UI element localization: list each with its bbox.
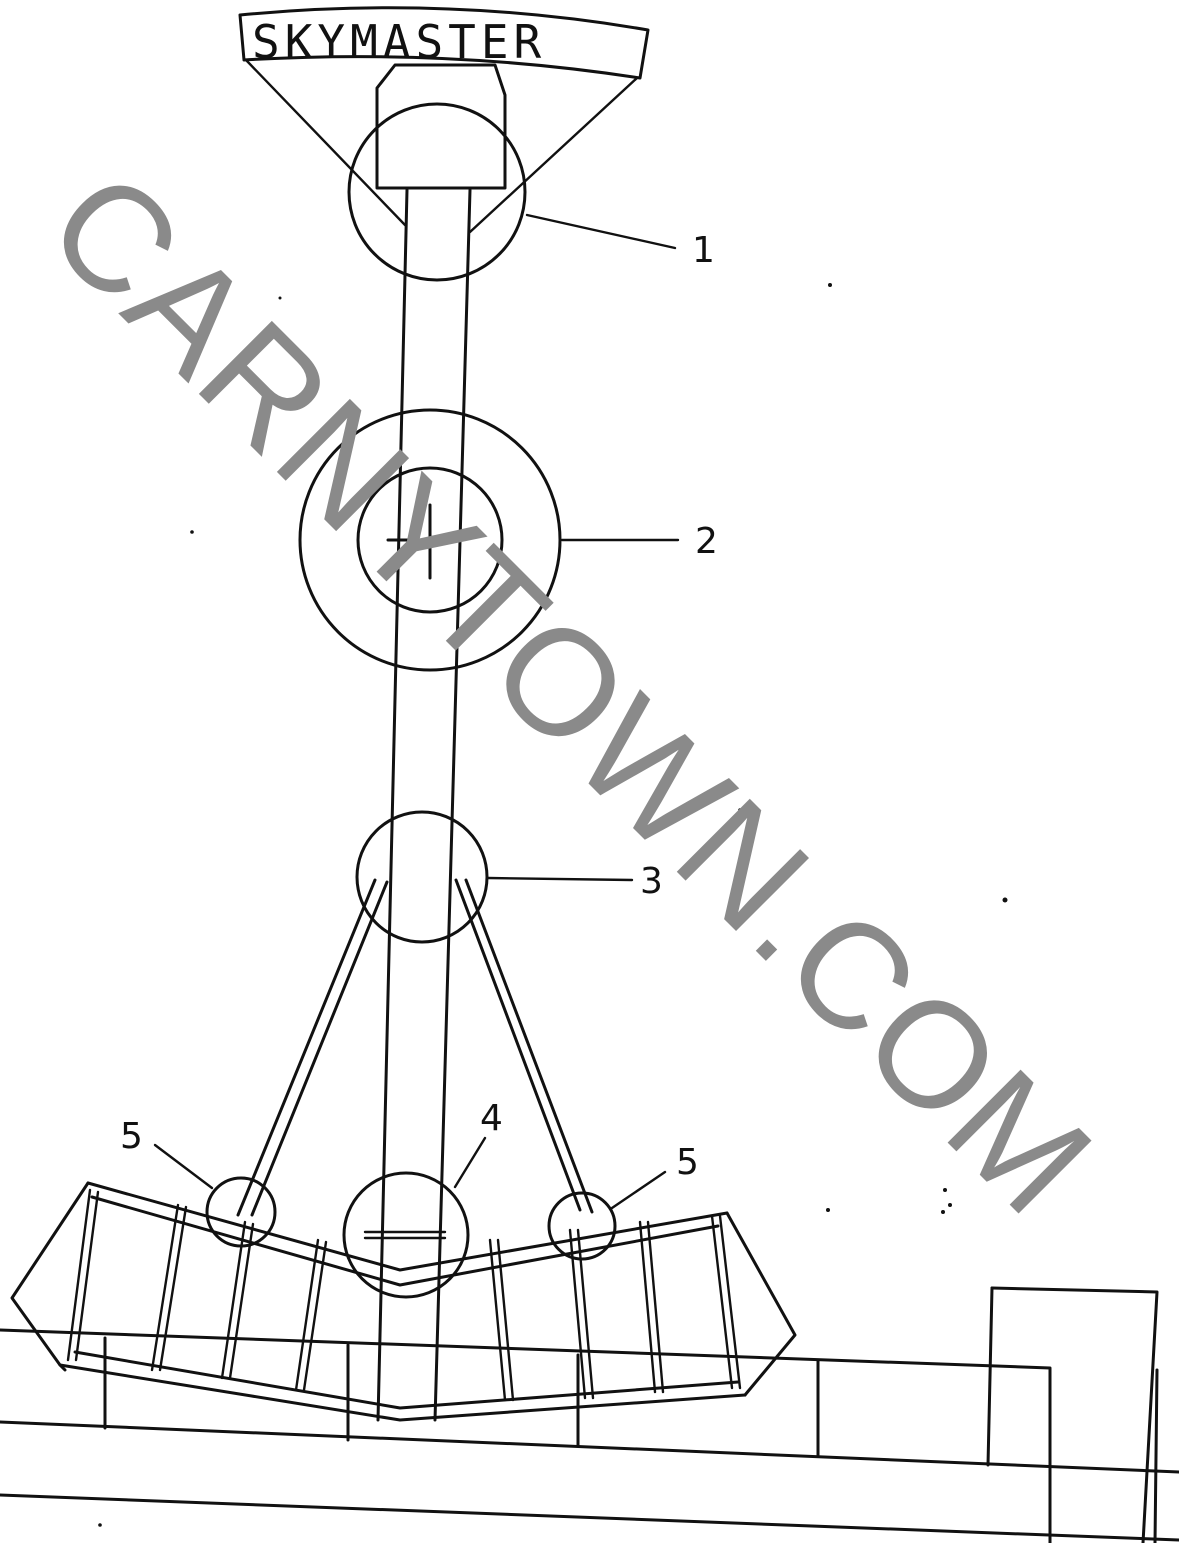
sign-title: SKYMASTER — [252, 15, 546, 69]
pivot-crosshair — [386, 503, 460, 580]
callout-3-label: 3 — [640, 861, 663, 902]
paper-specks — [98, 283, 1008, 1527]
callout-1-label: 1 — [692, 230, 715, 271]
pivot-outer-circle — [298, 408, 562, 672]
hub-1-circle — [347, 102, 527, 282]
callout-5-right-label: 5 — [676, 1142, 699, 1183]
restraint-4-circle — [342, 1171, 470, 1299]
diagonal-struts — [236, 878, 594, 1217]
marquee-sign: SKYMASTER — [238, 6, 650, 234]
center-pivot — [298, 408, 562, 672]
platform-base — [0, 1286, 1179, 1543]
top-housing — [347, 63, 527, 282]
leader-lines — [153, 213, 680, 1210]
restraint-5-left-circle — [205, 1176, 277, 1248]
watermark: CARNYTOWN.COM — [17, 139, 1124, 1246]
sweep-arm — [376, 188, 472, 1422]
pivot-inner-circle — [356, 466, 504, 614]
restraint-5-right-circle — [547, 1191, 617, 1261]
callout-4-label: 4 — [480, 1098, 503, 1139]
gondola-car — [10, 1181, 797, 1422]
callout-2-label: 2 — [695, 521, 718, 562]
joint-3-circle — [355, 810, 489, 944]
callout-5-left-label: 5 — [120, 1116, 143, 1157]
